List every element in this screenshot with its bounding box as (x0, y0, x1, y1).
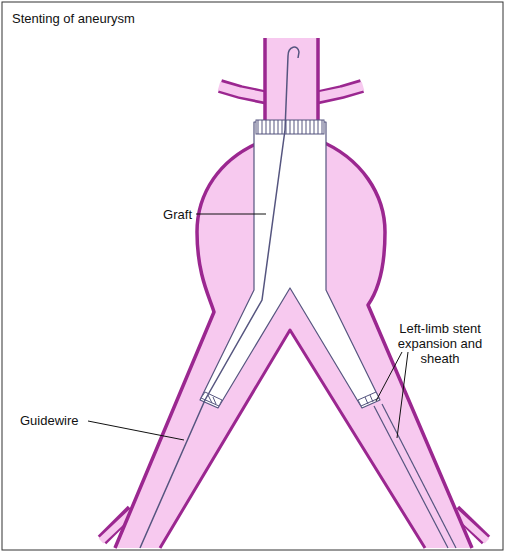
leader-line (88, 214, 408, 440)
guidewire (140, 47, 299, 548)
part-label: Graft (163, 207, 192, 222)
top-stent (256, 120, 324, 134)
part-label: Guidewire (20, 413, 79, 428)
part-label: Left-limb stent expansion and sheath (384, 321, 496, 366)
graft (200, 122, 380, 408)
sheath (374, 404, 456, 548)
aorta-wall (115, 38, 472, 548)
limb-stent (201, 392, 379, 406)
figure-title: Stenting of aneurysm (12, 11, 135, 26)
aorta (115, 38, 472, 548)
